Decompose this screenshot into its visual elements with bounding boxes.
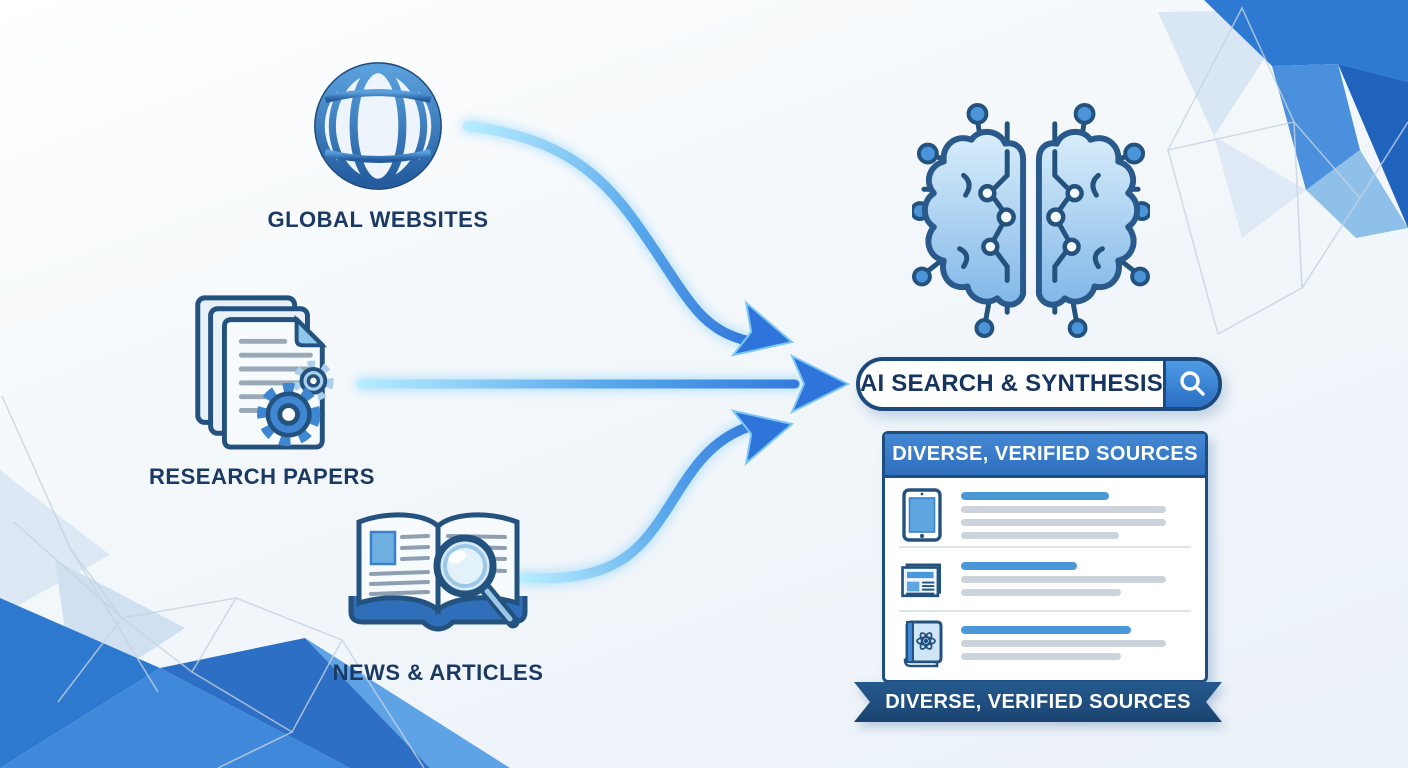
- verified-sources-panel: DIVERSE, VERIFIED SOURCES: [882, 431, 1208, 683]
- arrowheads: [730, 300, 851, 466]
- panel-body: [885, 478, 1205, 680]
- search-input-text: AI SEARCH & SYNTHESIS: [860, 370, 1163, 397]
- result-text-bars: [961, 562, 1191, 596]
- tablet-icon: [899, 488, 945, 542]
- ribbon-text: DIVERSE, VERIFIED SOURCES: [854, 682, 1222, 722]
- source-research-papers: RESEARCH PAPERS: [122, 286, 402, 490]
- brain-circuit-icon: [912, 100, 1150, 338]
- source-global-websites: GLOBAL WEBSITES: [238, 55, 518, 233]
- source-label: GLOBAL WEBSITES: [267, 207, 489, 232]
- big-gear: [257, 382, 321, 447]
- panel-header: DIVERSE, VERIFIED SOURCES: [885, 434, 1205, 478]
- search-icon: [1180, 371, 1205, 396]
- source-label: RESEARCH PAPERS: [149, 464, 375, 489]
- source-label: NEWS & ARTICLES: [332, 660, 544, 685]
- result-item-science: [899, 612, 1191, 674]
- result-text-bars: [961, 626, 1191, 660]
- result-text-bars: [961, 491, 1191, 539]
- result-item-web: [899, 484, 1191, 548]
- globe-icon: [307, 55, 449, 197]
- ribbon-banner: DIVERSE, VERIFIED SOURCES: [854, 682, 1222, 722]
- small-gear: [293, 360, 334, 402]
- search-button[interactable]: [1162, 361, 1218, 407]
- open-book-magnifier-icon: [343, 500, 533, 650]
- search-input[interactable]: AI SEARCH & SYNTHESIS: [856, 357, 1222, 411]
- source-news-articles: NEWS & ARTICLES: [298, 500, 578, 686]
- science-book-icon: [899, 618, 945, 668]
- documents-gears-icon: [178, 286, 346, 454]
- atom-glyph: [916, 632, 936, 650]
- newspaper-icon: [899, 556, 945, 602]
- result-item-news: [899, 548, 1191, 612]
- magnifier: [433, 534, 520, 629]
